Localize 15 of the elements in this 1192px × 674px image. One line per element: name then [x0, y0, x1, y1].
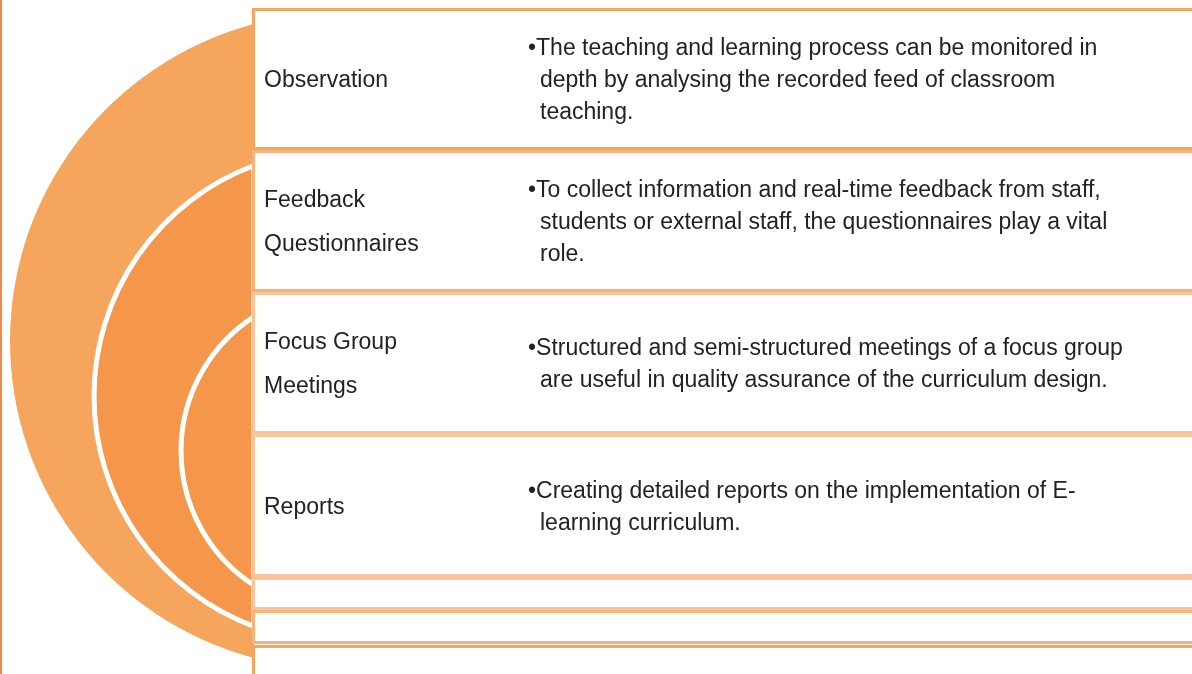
list-band: [252, 150, 1192, 292]
row-heading: Observation: [264, 65, 389, 94]
empty-band: [252, 645, 1192, 674]
bullet-text: •Creating detailed reports on the implementation of E-learning curriculum.: [528, 475, 1077, 537]
bullet-text: •To collect information and real-time feedback from staff, students or external staff, the questionnaires play a vital role.: [528, 175, 1109, 268]
list-band: [252, 434, 1192, 577]
empty-band: [252, 577, 1192, 610]
row-heading: Focus Group Meetings: [264, 327, 398, 400]
list-band: [252, 292, 1192, 434]
row-heading: Feedback Questionnaires: [264, 185, 420, 258]
list-band: [252, 8, 1192, 150]
empty-band: [252, 610, 1192, 644]
bullet-text: •Structured and semi-structured meetings of a focus group are useful in quality assurance of the curriculum design.: [528, 333, 1124, 394]
row-heading: Reports: [264, 491, 346, 521]
bullet-text: •The teaching and learning process can be monitored in depth by analysing the recorded feed of classroom teaching.: [528, 33, 1099, 126]
